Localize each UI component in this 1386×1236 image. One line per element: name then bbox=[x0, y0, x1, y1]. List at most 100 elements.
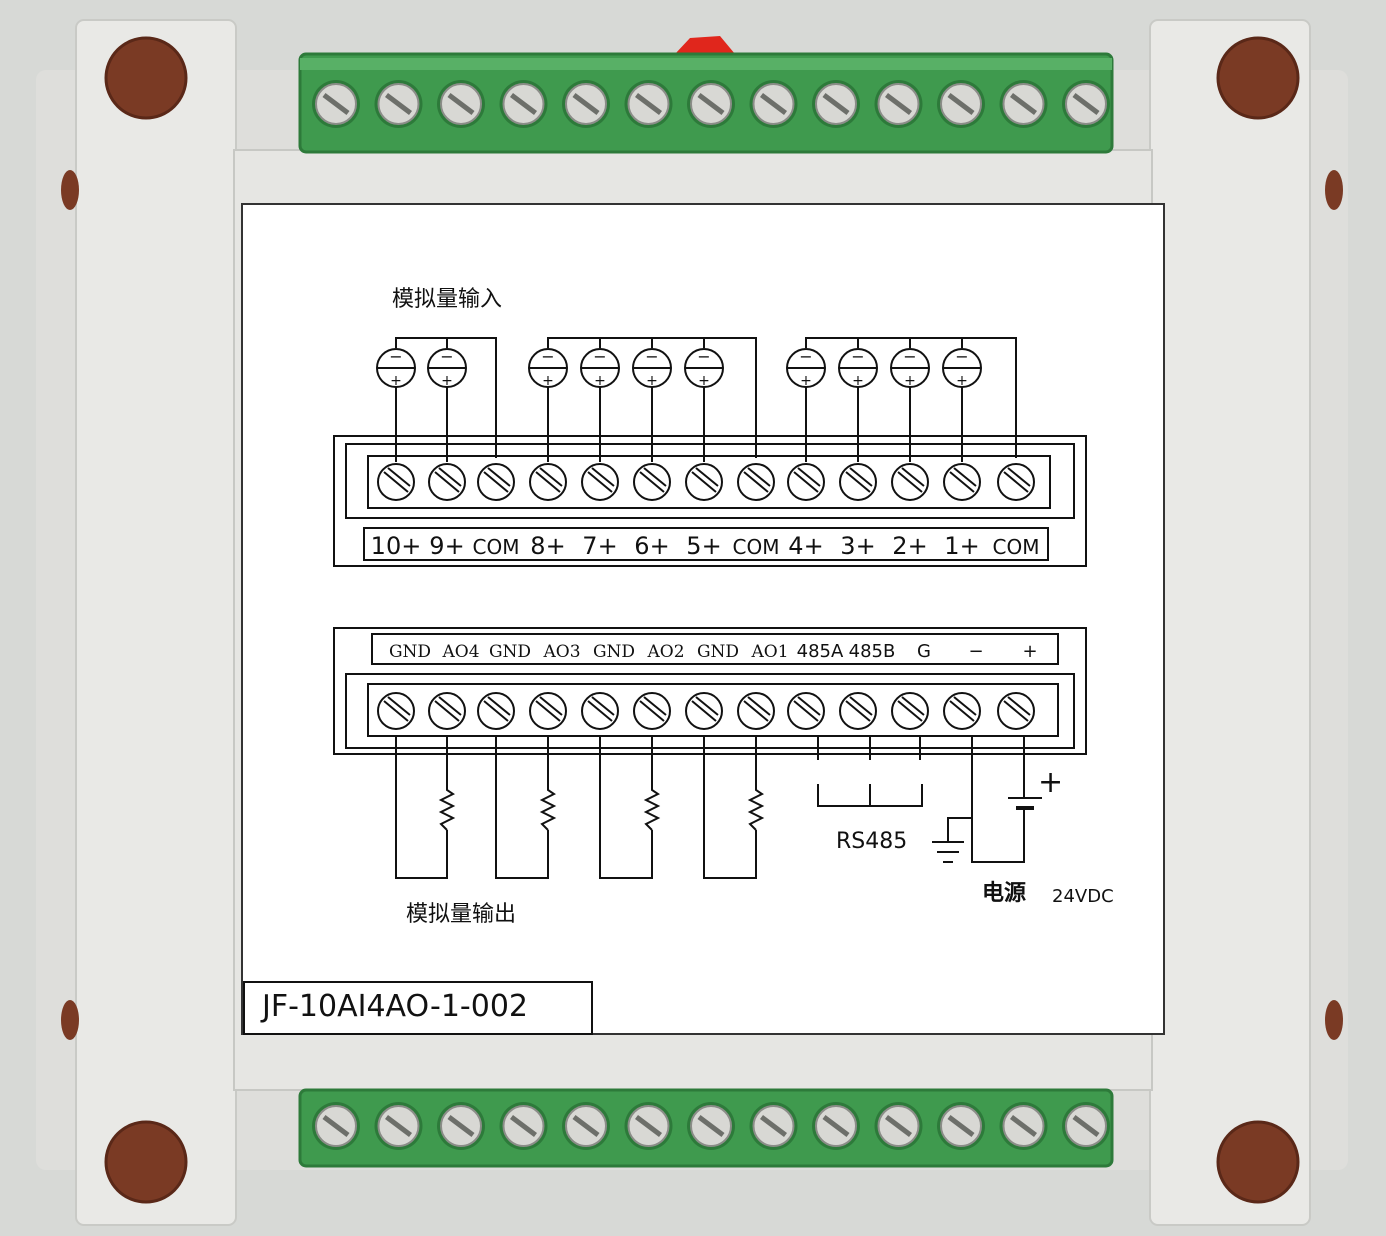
release-tab-icon bbox=[675, 36, 735, 54]
source-minus-symbol: − bbox=[389, 347, 402, 366]
current-source-icon: −+ bbox=[632, 338, 672, 462]
terminal-screw-icon[interactable] bbox=[1062, 80, 1110, 128]
output-label-strip bbox=[371, 633, 1059, 665]
input-terminal-label: 8+ bbox=[530, 532, 565, 560]
input-terminal-label: 10+ bbox=[371, 532, 422, 560]
terminal-screw-icon[interactable] bbox=[874, 80, 923, 128]
rs485-wiring bbox=[817, 736, 923, 807]
source-minus-symbol: − bbox=[955, 347, 968, 366]
resistor-icon bbox=[599, 736, 661, 879]
terminal-screw-icon[interactable] bbox=[687, 80, 735, 128]
output-inner-frame bbox=[345, 673, 1075, 749]
terminal-screw-icon[interactable] bbox=[312, 80, 360, 128]
model-number: JF-10AI4AO-1-002 bbox=[260, 989, 528, 1024]
terminal-screw-icon[interactable] bbox=[562, 1102, 610, 1150]
terminal-screw-icon[interactable] bbox=[937, 80, 985, 128]
ground-icon bbox=[932, 736, 973, 863]
source-minus-symbol: − bbox=[593, 347, 606, 366]
battery-plus-symbol: + bbox=[1038, 765, 1063, 800]
input-outline bbox=[333, 435, 1087, 567]
terminal-screw-icon[interactable] bbox=[1062, 1102, 1110, 1150]
power-voltage: 24VDC bbox=[1052, 886, 1114, 907]
input-terminal-label: 2+ bbox=[892, 532, 927, 560]
terminal-screw-icon bbox=[685, 463, 723, 501]
current-source-icon: −+ bbox=[528, 338, 568, 462]
source-minus-symbol: − bbox=[799, 347, 812, 366]
input-terminal-label: 9+ bbox=[429, 532, 464, 560]
input-inner-frame bbox=[345, 443, 1075, 519]
terminal-screw-icon[interactable] bbox=[624, 1102, 673, 1150]
current-source-icon: −+ bbox=[942, 338, 982, 462]
input-terminal-diagram bbox=[333, 435, 1087, 567]
output-terminal-label: G bbox=[917, 641, 931, 662]
terminal-screw-icon[interactable] bbox=[312, 1102, 360, 1150]
input-terminal-label: 7+ bbox=[582, 532, 617, 560]
terminal-screw-icon[interactable] bbox=[437, 1102, 485, 1150]
input-terminal-label: 4+ bbox=[788, 532, 823, 560]
battery-icon bbox=[971, 736, 1042, 863]
source-plus-symbol: + bbox=[852, 373, 864, 389]
terminal-screw-icon[interactable] bbox=[499, 80, 548, 128]
terminal-screw-icon bbox=[839, 692, 877, 730]
right-flange bbox=[1149, 19, 1311, 1226]
terminal-screw-icon[interactable] bbox=[624, 80, 673, 128]
output-terminal-label: GND bbox=[489, 642, 531, 662]
source-minus-symbol: − bbox=[851, 347, 864, 366]
terminal-screw-icon[interactable] bbox=[999, 80, 1048, 128]
output-diagram-screws bbox=[377, 692, 1035, 730]
terminal-screw-icon[interactable] bbox=[499, 1102, 548, 1150]
current-source-icon: −+ bbox=[786, 338, 826, 462]
terminal-screw-icon[interactable] bbox=[562, 80, 610, 128]
current-source-icon: −+ bbox=[580, 338, 620, 462]
source-plus-symbol: + bbox=[800, 373, 812, 389]
input-terminal-label: COM bbox=[473, 535, 520, 559]
source-minus-symbol: − bbox=[541, 347, 554, 366]
source-plus-symbol: + bbox=[594, 373, 606, 389]
rivet bbox=[1325, 1000, 1343, 1040]
source-minus-symbol: − bbox=[697, 347, 710, 366]
terminal-screw-icon[interactable] bbox=[374, 1102, 423, 1150]
terminal-screw-icon[interactable] bbox=[374, 80, 423, 128]
terminal-screw-icon[interactable] bbox=[749, 80, 798, 128]
output-loads bbox=[395, 736, 765, 879]
input-terminal-label: 1+ bbox=[944, 532, 979, 560]
terminal-screw-icon bbox=[633, 463, 671, 501]
output-terminal-label: AO4 bbox=[441, 642, 479, 662]
rs485-label: RS485 bbox=[836, 829, 907, 854]
terminal-screw-icon bbox=[377, 692, 415, 730]
terminal-screw-icon bbox=[581, 463, 619, 501]
output-terminal-label: AO2 bbox=[646, 642, 684, 662]
mount-hole-icon bbox=[104, 1120, 188, 1204]
output-terminal-label: GND bbox=[389, 642, 431, 662]
terminal-screw-icon[interactable] bbox=[812, 1102, 860, 1150]
input-terminal-label: 6+ bbox=[634, 532, 669, 560]
output-outline bbox=[333, 627, 1087, 755]
mount-hole-icon bbox=[104, 36, 188, 120]
rivet bbox=[61, 1000, 79, 1040]
resistor-icon bbox=[703, 736, 765, 879]
model-number-box bbox=[243, 981, 593, 1035]
terminal-screw-icon[interactable] bbox=[437, 80, 485, 128]
output-section-title: 模拟量输出 bbox=[406, 902, 516, 927]
current-source-icon: −+ bbox=[427, 338, 467, 462]
input-terminal-label: COM bbox=[993, 535, 1040, 559]
mount-hole-icon bbox=[1216, 1120, 1300, 1204]
input-terminal-label: COM bbox=[733, 535, 780, 559]
terminal-screw-icon[interactable] bbox=[812, 80, 860, 128]
output-terminal-label: 485B bbox=[849, 641, 896, 662]
terminal-screw-icon bbox=[787, 692, 825, 730]
current-source-icon: −+ bbox=[838, 338, 878, 462]
terminal-screw-icon[interactable] bbox=[999, 1102, 1048, 1150]
output-screw-strip bbox=[367, 683, 1059, 737]
terminal-screw-icon[interactable] bbox=[749, 1102, 798, 1150]
source-plus-symbol: + bbox=[542, 373, 554, 389]
terminal-screw-icon[interactable] bbox=[874, 1102, 923, 1150]
terminal-screw-icon bbox=[529, 463, 567, 501]
output-terminal-label: AO1 bbox=[750, 642, 788, 662]
terminal-screw-icon[interactable] bbox=[937, 1102, 985, 1150]
output-terminal-diagram bbox=[333, 627, 1087, 755]
current-source-icon: −+ bbox=[376, 338, 416, 462]
terminal-screw-icon[interactable] bbox=[687, 1102, 735, 1150]
